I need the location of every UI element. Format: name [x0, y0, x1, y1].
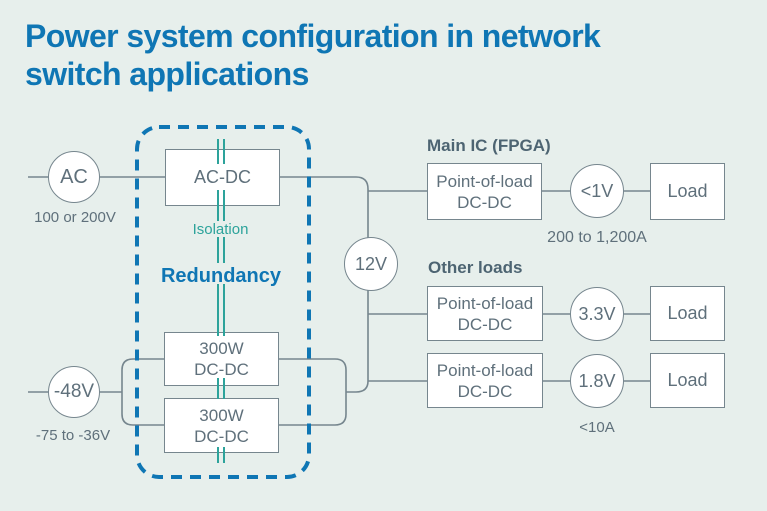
circle-1v8-rail: 1.8V: [570, 354, 624, 408]
heading-main-ic: Main IC (FPGA): [427, 136, 551, 155]
wire-acdc-to-bus: [280, 176, 369, 381]
circle-sub1v-rail: <1V: [570, 164, 624, 218]
circle-12v-bus: 12V: [344, 237, 398, 291]
caption-ac-voltage: 100 or 200V: [34, 209, 116, 226]
circle-neg48v-source: -48V: [48, 366, 100, 418]
box-300w-dcdc-top: 300W DC-DC: [164, 332, 279, 386]
circle-ac-source: AC: [48, 151, 100, 203]
wire-dc48-split: [121, 358, 164, 426]
wire-merge-to-bus: [346, 380, 369, 393]
caption-other-current: <10A: [579, 419, 615, 436]
box-ac-dc: AC-DC: [165, 149, 280, 206]
label-isolation: Isolation: [192, 221, 249, 238]
caption-main-current: 200 to 1,200A: [547, 229, 647, 246]
wire-dcdc-merge: [279, 358, 347, 426]
box-load-3v3: Load: [650, 286, 725, 341]
box-300w-dcdc-bottom: 300W DC-DC: [164, 398, 279, 453]
box-pol-1v8: Point-of-load DC-DC: [427, 353, 543, 408]
page-title: Power system configuration in network sw…: [25, 17, 601, 93]
box-pol-main: Point-of-load DC-DC: [427, 163, 542, 220]
page-title-line1: Power system configuration in network: [25, 18, 601, 54]
label-redundancy: Redundancy: [160, 265, 282, 287]
box-pol-3v3: Point-of-load DC-DC: [427, 286, 543, 341]
box-load-main: Load: [650, 163, 725, 220]
caption-dc48-range: -75 to -36V: [35, 427, 111, 444]
page-title-line2: switch applications: [25, 56, 309, 92]
box-load-1v8: Load: [650, 353, 725, 408]
circle-3v3-rail: 3.3V: [570, 287, 624, 341]
heading-other-loads: Other loads: [428, 258, 523, 277]
